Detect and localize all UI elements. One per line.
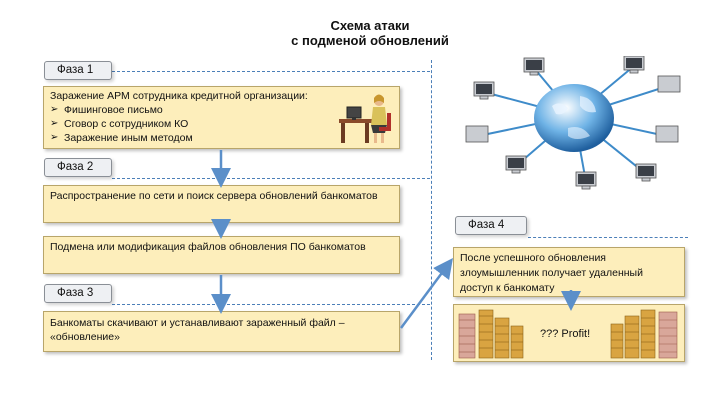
title-line-2: с подменой обновлений — [291, 33, 449, 48]
phase4-divider — [528, 237, 688, 238]
phase1-divider — [112, 71, 430, 72]
office-worker-illustration — [339, 94, 391, 143]
profit-box: ??? Profit! — [453, 304, 685, 362]
arrow-download-to-remote — [399, 257, 453, 329]
phase2-divider — [112, 178, 430, 179]
infection-method-item: Сговор с сотрудником КО — [50, 117, 393, 131]
money-stacks-right-illustration — [610, 309, 678, 359]
money-stacks-left-illustration — [458, 309, 524, 359]
infection-step-box: Заражение АРМ сотрудника кредитной орган… — [43, 86, 400, 149]
infection-method-item: Заражение иным методом — [50, 131, 393, 145]
phase-2-label: Фаза 2 — [44, 158, 112, 177]
file-replacement-step-box: Подмена или модификация файлов обновлени… — [43, 236, 400, 274]
profit-text: ??? Profit! — [540, 328, 591, 340]
column-divider — [431, 60, 432, 360]
phase3-divider — [112, 304, 430, 305]
title-line-1: Схема атаки — [330, 18, 410, 33]
atm-download-step-box: Банкоматы скачивают и устанавливают зара… — [43, 311, 400, 352]
phase-1-label: Фаза 1 — [44, 61, 112, 80]
infection-methods-list: Фишинговое письмо Сговор с сотрудником К… — [50, 103, 393, 145]
phase-3-label: Фаза 3 — [44, 284, 112, 303]
diagram-title: Схема атаки с подменой обновлений — [250, 18, 490, 48]
network-globe-illustration — [465, 56, 681, 190]
infection-step-title: Заражение АРМ сотрудника кредитной орган… — [50, 90, 308, 102]
phase-4-label: Фаза 4 — [455, 216, 527, 235]
infection-method-item: Фишинговое письмо — [50, 103, 393, 117]
